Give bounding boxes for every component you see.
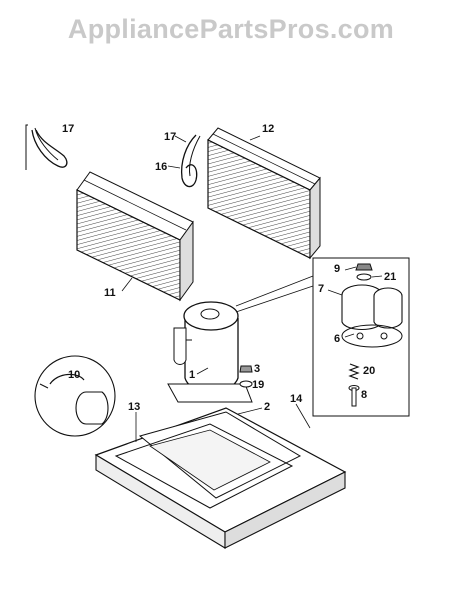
- callout-16: 16: [155, 161, 167, 173]
- leader-lines: [121, 135, 383, 442]
- inset-box-compressor-detail: [235, 257, 410, 417]
- callout-6: 6: [334, 333, 340, 345]
- callout-3: 3: [254, 363, 260, 375]
- washer-part-19: [239, 380, 253, 388]
- nut-part-3: [239, 365, 253, 373]
- spring-part-20: [348, 363, 360, 380]
- callout-14: 14: [290, 393, 303, 405]
- watermark: AppliancePartsPros.com: [67, 14, 395, 44]
- evaporator-coil-part-12: [207, 127, 321, 260]
- callout-17-b: 17: [164, 131, 176, 143]
- callout-20: 20: [363, 365, 375, 377]
- callout-7: 7: [318, 283, 324, 295]
- mounting-bracket-part-2: [167, 383, 253, 403]
- washer-part-21: [356, 273, 372, 281]
- compressor-part-1: [173, 301, 239, 392]
- capillary-coil-part-16: [180, 134, 201, 188]
- terminal-cover-part-7: [341, 284, 403, 331]
- callout-12: 12: [262, 123, 274, 135]
- condenser-coil-part-11: [76, 171, 194, 302]
- callout-13: 13: [128, 401, 140, 413]
- callout-10: 10: [68, 369, 80, 381]
- capacitor-detail-part-10: [34, 355, 116, 437]
- callout-1: 1: [189, 369, 195, 381]
- callout-19: 19: [252, 379, 264, 391]
- callout-21: 21: [384, 271, 396, 283]
- bolt-part-8: [348, 385, 360, 407]
- gasket-part-6: [341, 324, 403, 348]
- callout-17-a: 17: [62, 123, 74, 135]
- capillary-tube-part-17: [25, 124, 68, 170]
- callout-11: 11: [104, 287, 116, 299]
- callout-8: 8: [361, 389, 367, 401]
- base-tray-part-13: [114, 423, 294, 509]
- nut-part-9: [355, 263, 373, 271]
- callout-2: 2: [264, 401, 270, 413]
- callout-9: 9: [334, 263, 340, 275]
